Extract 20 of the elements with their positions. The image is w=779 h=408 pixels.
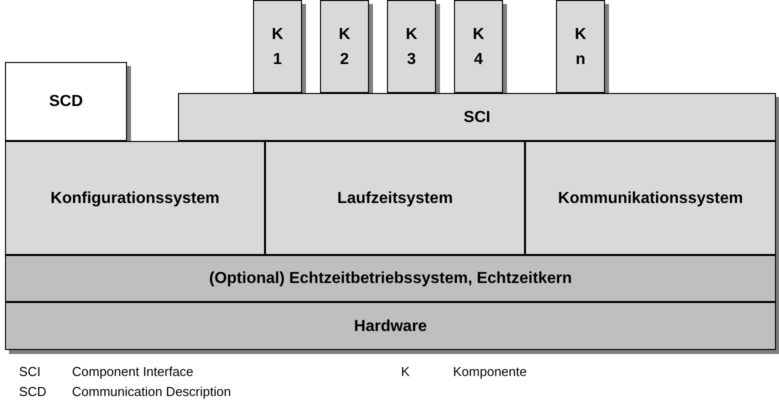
node-label: SCD <box>49 92 83 112</box>
legend-text: SCI <box>19 363 41 381</box>
legend-text: SCD <box>19 383 46 401</box>
node-label: Laufzeitsystem <box>337 188 453 208</box>
node-label: (Optional) Echtzeitbetriebssystem, Echtzeitkern <box>209 269 572 289</box>
node-label: K 3 <box>404 24 418 70</box>
system-box <box>5 141 265 255</box>
node-label: K 4 <box>472 24 486 70</box>
legend-text: K <box>401 363 410 381</box>
node-label: Hardware <box>354 316 427 336</box>
node-label: Konfigurationssystem <box>50 188 220 208</box>
system-box <box>265 141 525 255</box>
node-label: SCI <box>464 108 490 128</box>
node-label: Kommunikationssystem <box>558 188 743 208</box>
legend-text: Komponente <box>453 363 527 381</box>
legend-text: Communication Description <box>72 383 231 401</box>
node-label: K 1 <box>270 24 284 70</box>
legend-text: Component Interface <box>72 363 194 381</box>
node-label: K n <box>574 24 588 70</box>
node-label: K 2 <box>338 24 352 70</box>
